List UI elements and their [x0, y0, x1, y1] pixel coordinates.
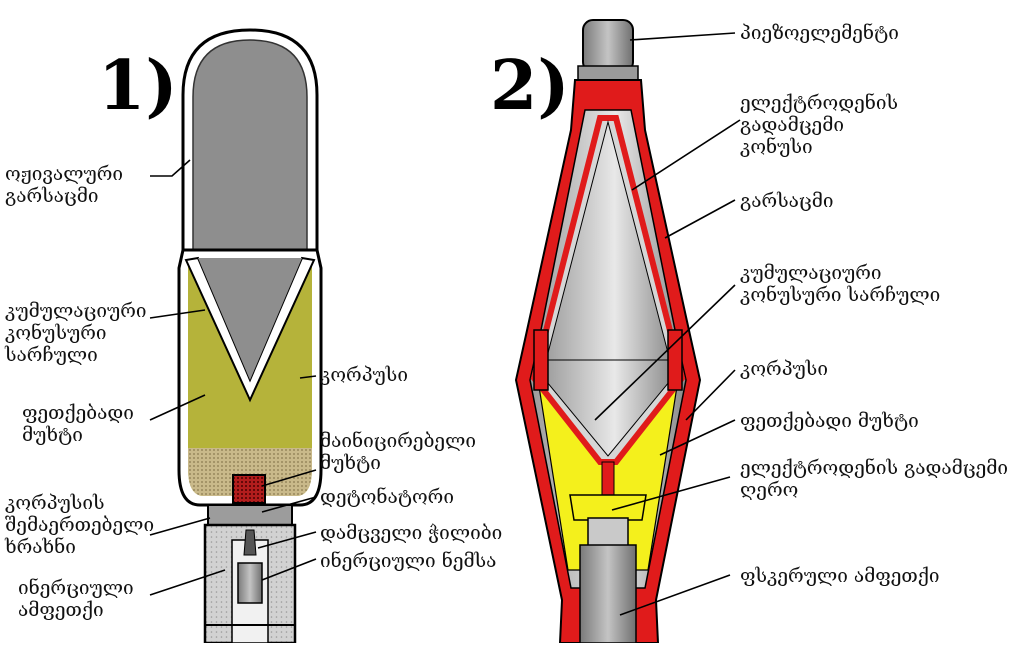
safety-pin-shape: [243, 529, 257, 556]
figure1-number: 1): [98, 46, 178, 126]
label-body-left: კორპუსი: [320, 364, 408, 386]
label-ogive: ოჟივალური გარსაცმი: [5, 163, 123, 207]
label-cone-left: კუმულაციური კონუსური სარჩული: [5, 300, 147, 366]
label-cone-left-line2: კონუსური: [5, 322, 107, 344]
label-inertial-plunger: ინერციული ნემსა: [320, 550, 497, 572]
label-joint-ring-line3: ხრახნი: [5, 536, 76, 558]
booster-pellet: [232, 474, 266, 504]
label-inertial-fuze: ინერციული ამფეთქი: [18, 577, 134, 621]
label-booster-line2: მუხტი: [320, 452, 381, 474]
cone-inner-2: [541, 120, 675, 457]
label-body-right: კორპუსი: [740, 358, 828, 380]
piezo-base: [577, 65, 639, 81]
figure1-round: [177, 28, 323, 645]
leader-ogive: [150, 159, 191, 177]
label-inertial-fuze-line2: ამფეთქი: [18, 599, 104, 621]
label-cone-electrode-line3: კონუსი: [740, 136, 813, 158]
label-cone-right: კუმულაციური კონუსური სარჩული: [740, 262, 940, 306]
label-cone-electrode: ელექტროდენის გადამცემი კონუსი: [740, 92, 898, 158]
label-charge-left: ფეთქებადი მუხტი: [22, 402, 134, 446]
leader-cone-left: [149, 309, 206, 319]
leader-rod: [611, 476, 731, 511]
label-ogive-line1: ოჟივალური: [5, 163, 123, 185]
leader-inertial-fuze: [149, 569, 226, 596]
band-left: [533, 329, 549, 391]
label-sheath: გარსაცმი: [740, 190, 834, 212]
leader-cone-right: [594, 284, 736, 421]
figure2-leaders: [594, 32, 741, 616]
leader-detonator: [261, 496, 317, 513]
leader-sheath: [664, 199, 736, 239]
leader-piezo: [629, 32, 736, 41]
figure2-round: [514, 19, 702, 644]
leader-charge-right: [659, 419, 736, 456]
label-joint-ring-line1: კორპუსის: [5, 492, 105, 514]
label-cone-electrode-line1: ელექტროდენის: [740, 92, 899, 114]
label-cone-right-line2: კონუსური სარჩული: [740, 284, 941, 306]
label-piezo: პიეზოელემენტი: [740, 22, 899, 44]
leader-plunger: [261, 558, 317, 581]
leader-joint-ring: [149, 517, 211, 536]
label-charge-left-line2: მუხტი: [22, 424, 83, 446]
piezo-element: [582, 19, 634, 73]
figure1-leaders: [149, 159, 317, 596]
label-safety-pin: დამცველი ჭილიბი: [320, 522, 503, 544]
label-cone-electrode-line2: გადამცემი: [740, 114, 844, 136]
label-charge-left-line1: ფეთქებადი: [22, 402, 134, 424]
ogive-inner: [192, 39, 308, 256]
label-joint-ring-line2: შემაერთებელი: [5, 514, 155, 536]
leader-booster: [261, 469, 317, 487]
label-rod-line2: ღერო: [740, 479, 799, 501]
leader-body-left: [299, 375, 317, 379]
figure2-number: 2): [490, 46, 570, 126]
rod-plate: [569, 494, 647, 521]
label-booster: მაინიცირებელი მუხტი: [320, 430, 476, 474]
label-cone-left-line3: სარჩული: [5, 344, 98, 366]
label-ogive-line2: გარსაცმი: [5, 185, 99, 207]
band-right: [667, 329, 683, 391]
leader-cone-electrode: [631, 119, 741, 191]
label-charge-right: ფეთქებადი მუხტი: [740, 410, 919, 432]
leader-charge-left: [149, 394, 206, 421]
label-joint-ring: კორპუსის შემაერთებელი ხრახნი: [5, 492, 154, 558]
label-base-fuze: ფსკერული ამფეთქი: [740, 565, 940, 587]
label-inertial-fuze-line1: ინერციული: [18, 577, 134, 599]
label-booster-line1: მაინიცირებელი: [320, 430, 476, 452]
base-fuze-body: [579, 544, 637, 644]
cone-cavity: [198, 258, 302, 380]
leader-base-fuze: [619, 574, 731, 616]
label-cone-right-line1: კუმულაციური: [740, 262, 882, 284]
label-detonator: დეტონატორი: [320, 486, 454, 508]
label-rod: ელექტროდენის გადამცემი ღერო: [740, 457, 1008, 501]
leader-body-right: [685, 369, 736, 421]
leader-safety-pin: [257, 531, 317, 549]
base-fuze: [587, 517, 629, 549]
label-rod-line1: ელექტროდენის გადამცემი: [740, 457, 1009, 479]
booster-fill: [188, 448, 312, 496]
inertial-plunger: [237, 562, 263, 604]
label-cone-left-line1: კუმულაციური: [5, 300, 147, 322]
